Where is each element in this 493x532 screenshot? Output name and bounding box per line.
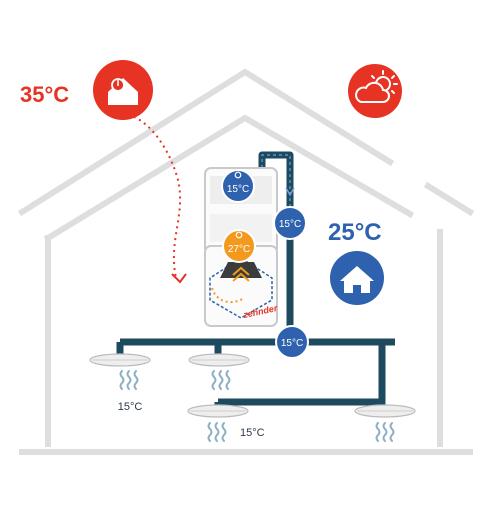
distribution-temp: 15°C	[281, 338, 303, 349]
unit-core-temp-badge: 27°C	[222, 229, 256, 263]
diffuser-bottom-left	[187, 404, 249, 418]
thermometer-icon	[235, 231, 243, 239]
outer-roof-right-segment	[423, 181, 475, 217]
supply-pipe-temp-badge: 15°C	[273, 206, 307, 240]
unit-top-temp-badge: 15°C	[221, 169, 255, 203]
supply-flow-arrowhead	[285, 187, 295, 197]
distribution-temp-badge: 15°C	[275, 325, 309, 359]
heat-exchanger-core	[220, 262, 262, 278]
heat-flow-arrowhead	[171, 273, 187, 284]
house-outline	[17, 68, 475, 455]
outer-roof-line	[17, 68, 395, 217]
wavy-air-icon	[211, 370, 231, 390]
core-chevron-1	[232, 266, 250, 276]
house-icon	[330, 251, 384, 305]
wavy-air-icon	[119, 370, 139, 390]
house-thermometer-icon	[93, 60, 153, 120]
wavy-air-icon	[375, 422, 395, 442]
heat-exchanger-orange-loop	[211, 287, 245, 304]
heat-flow-arrow	[127, 114, 182, 279]
diffuser-bottom-right	[354, 404, 416, 418]
unit-top-temp: 15°C	[227, 184, 249, 195]
inner-roof-line	[43, 114, 415, 243]
wavy-air-icon	[207, 422, 227, 442]
supply-pipe-temp: 15°C	[279, 219, 301, 230]
core-chevron-2	[232, 272, 250, 282]
unit-core-temp: 27°C	[228, 244, 250, 255]
diffuser-middle	[188, 353, 250, 367]
heat-exchanger	[209, 257, 273, 319]
diffuser-bottom-temp: 15°C	[240, 427, 265, 439]
sun-cloud-icon	[348, 64, 402, 118]
outside-temp: 35°C	[20, 82, 69, 107]
diffuser-left	[89, 353, 151, 367]
thermometer-icon	[234, 171, 242, 179]
indoor-temp: 25°C	[328, 219, 382, 246]
diffuser-left-temp: 15°C	[118, 401, 143, 413]
